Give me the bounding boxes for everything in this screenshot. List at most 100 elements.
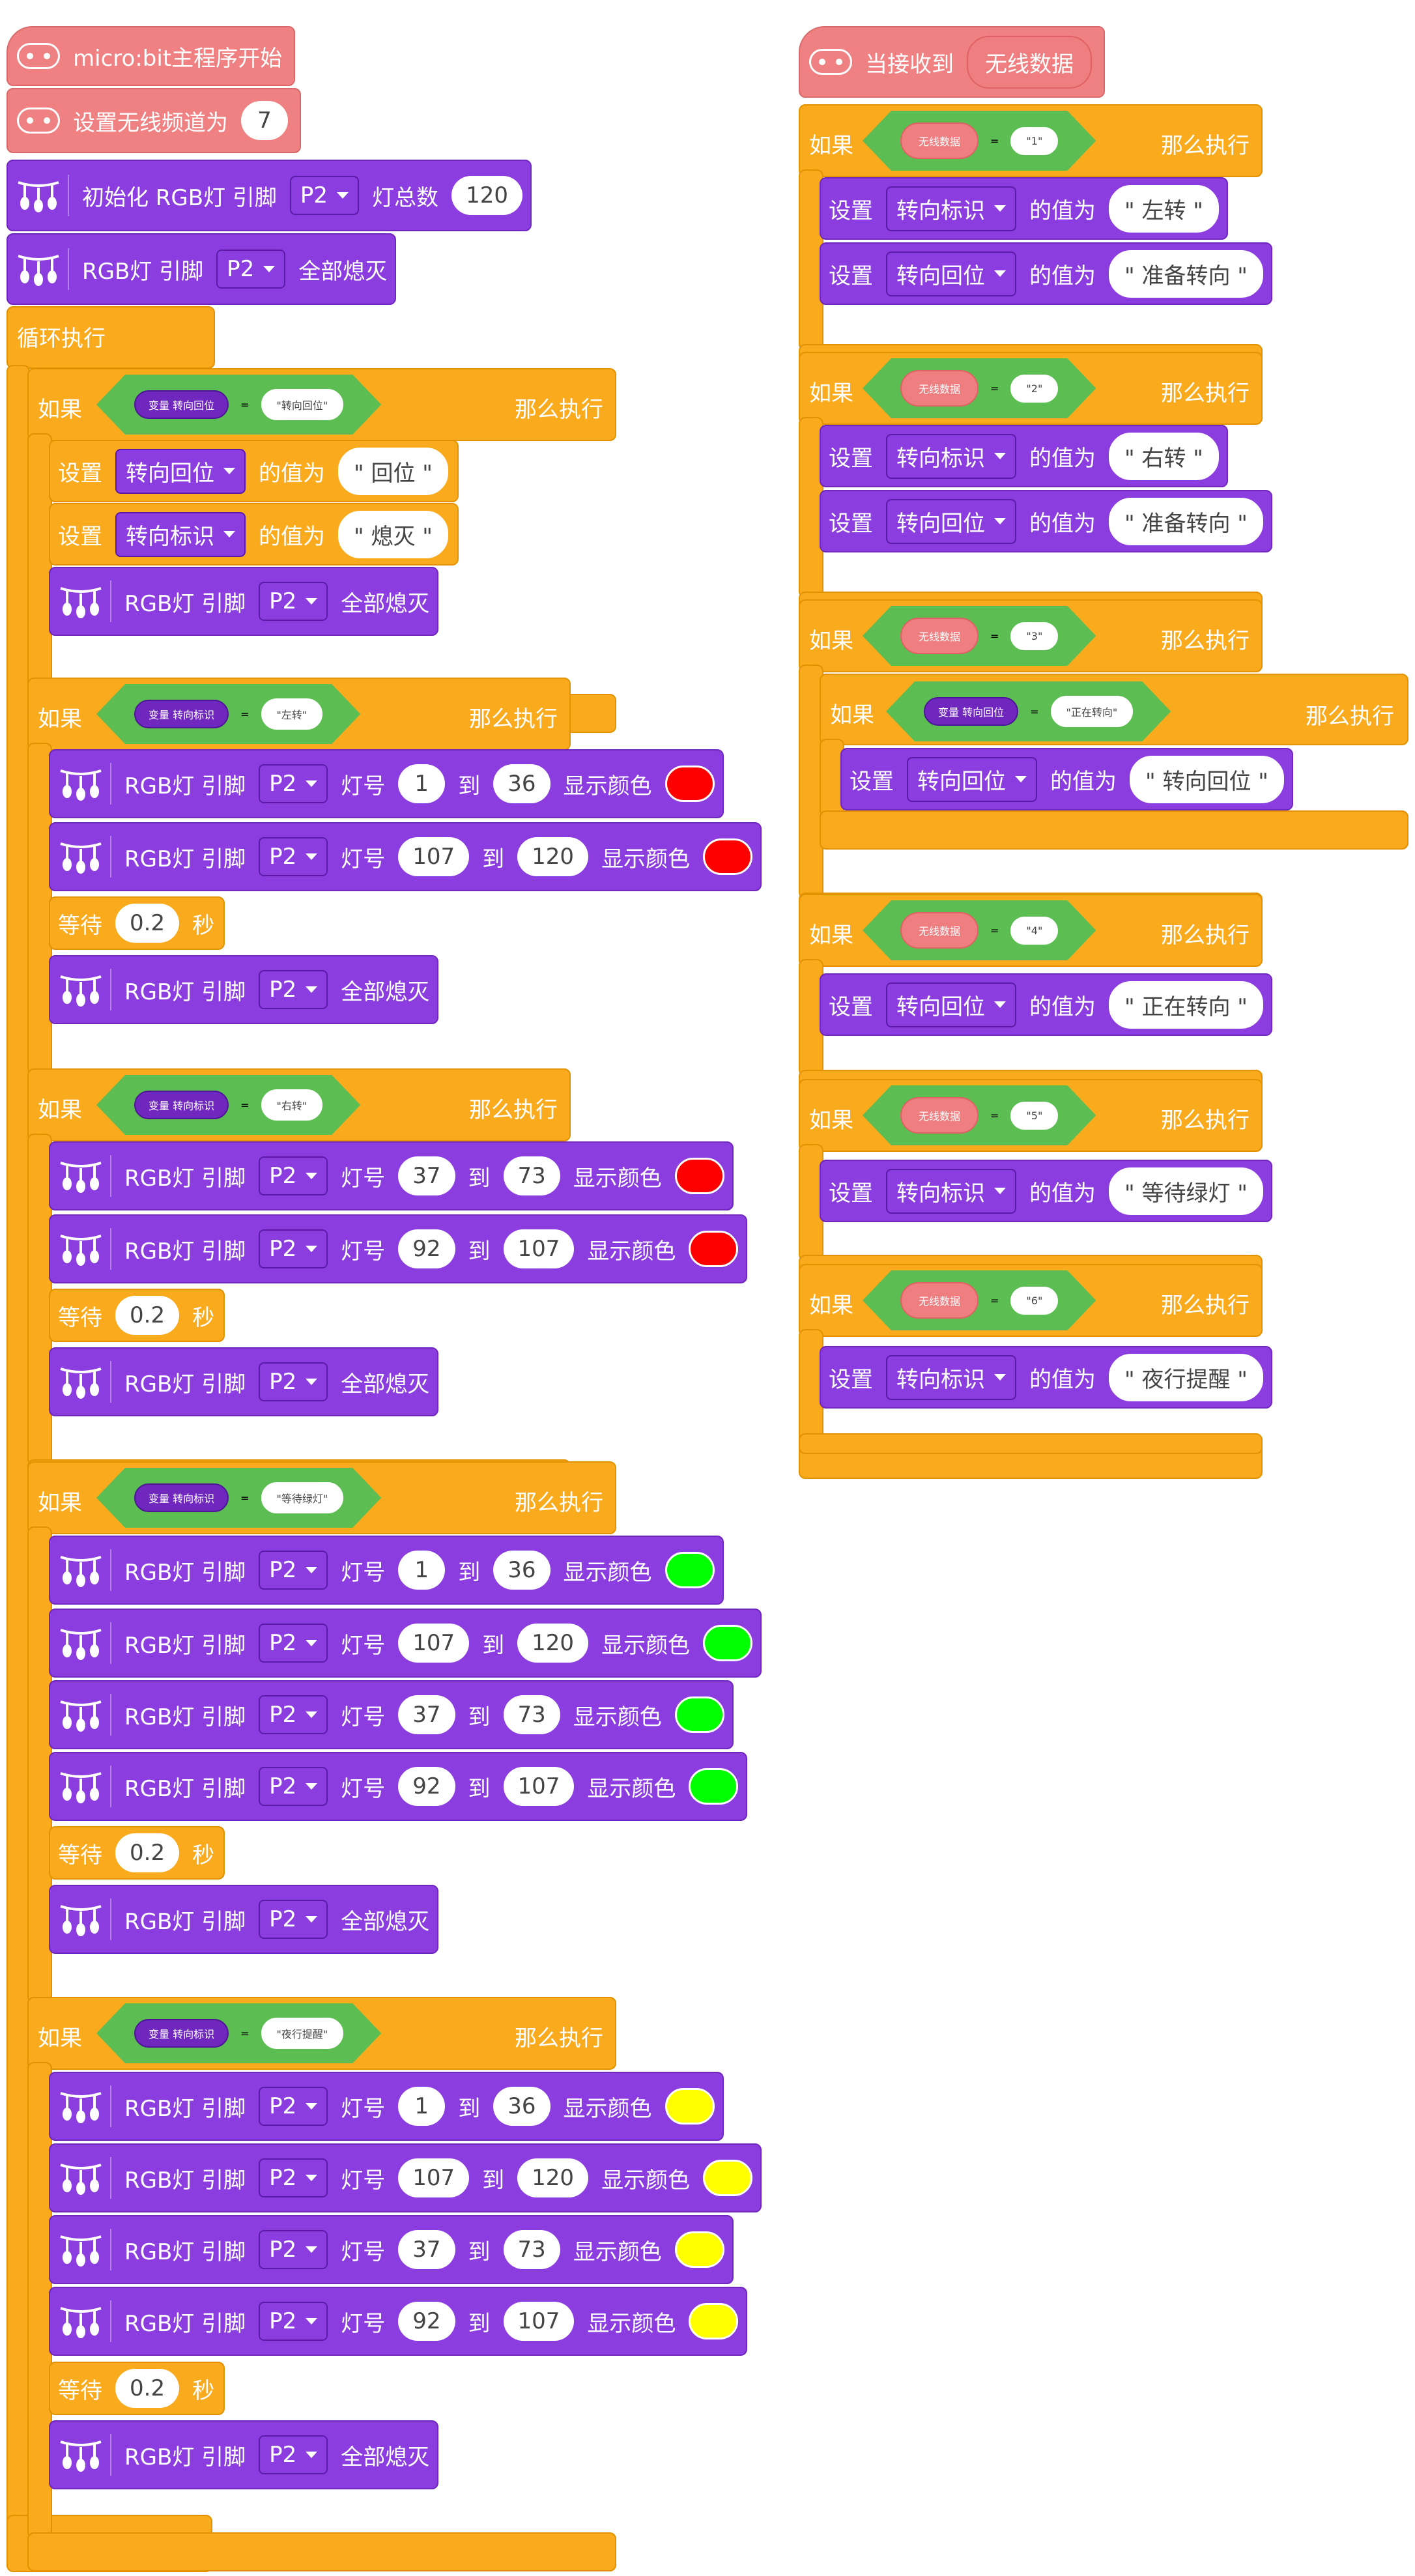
set-variable-block[interactable]: 设置转向回位的值为" 准备转向 " bbox=[820, 490, 1272, 552]
count-value[interactable]: 120 bbox=[451, 176, 522, 215]
string-value[interactable]: "4" bbox=[1010, 917, 1058, 945]
set-variable-block[interactable]: 设置转向回位的值为" 准备转向 " bbox=[820, 242, 1272, 305]
variable-dropdown[interactable]: 转向回位 bbox=[886, 982, 1016, 1027]
condition-equals[interactable]: 变量 转向回位="转向回位" bbox=[96, 375, 381, 435]
pin-dropdown[interactable]: P2 bbox=[259, 764, 328, 803]
lamp-to[interactable]: 120 bbox=[517, 2158, 589, 2197]
string-value[interactable]: "2" bbox=[1010, 375, 1058, 403]
color-swatch[interactable] bbox=[689, 1231, 739, 1267]
pin-dropdown[interactable]: P2 bbox=[259, 1900, 328, 1939]
string-value[interactable]: "左转" bbox=[261, 698, 323, 730]
pin-dropdown[interactable]: P2 bbox=[259, 2435, 328, 2474]
condition-equals[interactable]: 无线数据="5" bbox=[863, 1085, 1096, 1145]
variable-dropdown[interactable]: 转向回位 bbox=[115, 448, 246, 494]
string-value[interactable]: " 准备转向 " bbox=[1109, 497, 1263, 545]
condition-equals[interactable]: 无线数据="1" bbox=[863, 111, 1096, 171]
condition-equals[interactable]: 变量 转向标识="等待绿灯" bbox=[96, 1468, 381, 1528]
variable-dropdown[interactable]: 转向回位 bbox=[886, 498, 1016, 544]
variable-dropdown[interactable]: 转向标识 bbox=[886, 433, 1016, 479]
variable-dropdown[interactable]: 转向标识 bbox=[115, 511, 246, 557]
condition-equals[interactable]: 无线数据="3" bbox=[863, 606, 1096, 666]
color-swatch[interactable] bbox=[674, 1696, 724, 1733]
set-variable-block[interactable]: 设置转向回位的值为" 回位 " bbox=[49, 440, 459, 502]
lamp-from[interactable]: 1 bbox=[398, 764, 446, 803]
lamp-to[interactable]: 120 bbox=[517, 837, 589, 876]
pin-dropdown[interactable]: P2 bbox=[259, 1551, 328, 1590]
pin-dropdown[interactable]: P2 bbox=[259, 1767, 328, 1806]
color-swatch[interactable] bbox=[674, 2231, 724, 2268]
string-value[interactable]: " 转向回位 " bbox=[1130, 755, 1284, 803]
lamp-from[interactable]: 37 bbox=[398, 1695, 455, 1734]
string-value[interactable]: " 准备转向 " bbox=[1109, 250, 1263, 298]
color-swatch[interactable] bbox=[665, 2088, 715, 2125]
lamp-to[interactable]: 73 bbox=[503, 2230, 560, 2269]
pin-dropdown[interactable]: P2 bbox=[259, 837, 328, 876]
string-value[interactable]: " 夜行提醒 " bbox=[1109, 1353, 1263, 1401]
string-value[interactable]: " 正在转向 " bbox=[1109, 980, 1263, 1029]
string-value[interactable]: "5" bbox=[1010, 1102, 1058, 1130]
pin-dropdown[interactable]: P2 bbox=[259, 1624, 328, 1663]
condition-equals[interactable]: 无线数据="6" bbox=[863, 1270, 1096, 1330]
variable-dropdown[interactable]: 转向回位 bbox=[907, 756, 1037, 802]
color-swatch[interactable] bbox=[665, 766, 715, 802]
wait-value[interactable]: 0.2 bbox=[115, 904, 180, 943]
color-swatch[interactable] bbox=[703, 2160, 753, 2196]
string-value[interactable]: " 左转 " bbox=[1109, 184, 1219, 233]
string-value[interactable]: "右转" bbox=[261, 1089, 323, 1121]
variable-pill[interactable]: 变量 转向标识 bbox=[134, 2019, 229, 2048]
color-swatch[interactable] bbox=[703, 1625, 753, 1661]
string-value[interactable]: "6" bbox=[1010, 1287, 1058, 1315]
lamp-to[interactable]: 36 bbox=[493, 764, 550, 803]
lamp-from[interactable]: 92 bbox=[398, 1767, 455, 1806]
pin-dropdown[interactable]: P2 bbox=[259, 2158, 328, 2197]
set-variable-block[interactable]: 设置转向标识的值为" 左转 " bbox=[820, 177, 1228, 240]
lamp-from[interactable]: 37 bbox=[398, 1156, 455, 1195]
variable-pill[interactable]: 变量 转向标识 bbox=[134, 1091, 229, 1119]
color-swatch[interactable] bbox=[674, 1158, 724, 1194]
channel-value[interactable]: 7 bbox=[241, 101, 288, 140]
condition-equals[interactable]: 变量 转向标识="右转" bbox=[96, 1075, 360, 1135]
lamp-to[interactable]: 120 bbox=[517, 1624, 589, 1663]
lamp-from[interactable]: 1 bbox=[398, 2087, 446, 2126]
pin-dropdown[interactable]: P2 bbox=[259, 1362, 328, 1401]
pin-dropdown[interactable]: P2 bbox=[259, 1156, 328, 1195]
lamp-from[interactable]: 1 bbox=[398, 1551, 446, 1590]
set-variable-block[interactable]: 设置转向标识的值为" 夜行提醒 " bbox=[820, 1346, 1272, 1409]
set-variable-block[interactable]: 设置转向标识的值为" 等待绿灯 " bbox=[820, 1160, 1272, 1222]
variable-pill[interactable]: 变量 转向标识 bbox=[134, 1483, 229, 1512]
pin-dropdown[interactable]: P2 bbox=[259, 1695, 328, 1734]
pin-dropdown[interactable]: P2 bbox=[259, 2087, 328, 2126]
pin-dropdown[interactable]: P2 bbox=[259, 2230, 328, 2269]
condition-equals[interactable]: 变量 转向标识="左转" bbox=[96, 684, 360, 744]
on-radio-received-hat[interactable]: 当接收到无线数据 bbox=[799, 26, 1105, 98]
wait-value[interactable]: 0.2 bbox=[115, 1296, 180, 1335]
set-variable-block[interactable]: 设置转向回位的值为" 转向回位 " bbox=[840, 748, 1293, 810]
pin-dropdown[interactable]: P2 bbox=[259, 970, 328, 1009]
variable-pill[interactable]: 变量 转向回位 bbox=[924, 697, 1018, 726]
lamp-from[interactable]: 107 bbox=[398, 1624, 470, 1663]
string-value[interactable]: " 熄灭 " bbox=[338, 510, 448, 558]
lamp-from[interactable]: 107 bbox=[398, 837, 470, 876]
set-variable-block[interactable]: 设置转向标识的值为" 熄灭 " bbox=[49, 503, 459, 565]
variable-dropdown[interactable]: 转向标识 bbox=[886, 1354, 1016, 1400]
string-value[interactable]: "3" bbox=[1010, 622, 1058, 650]
string-value[interactable]: "转向回位" bbox=[261, 389, 344, 420]
